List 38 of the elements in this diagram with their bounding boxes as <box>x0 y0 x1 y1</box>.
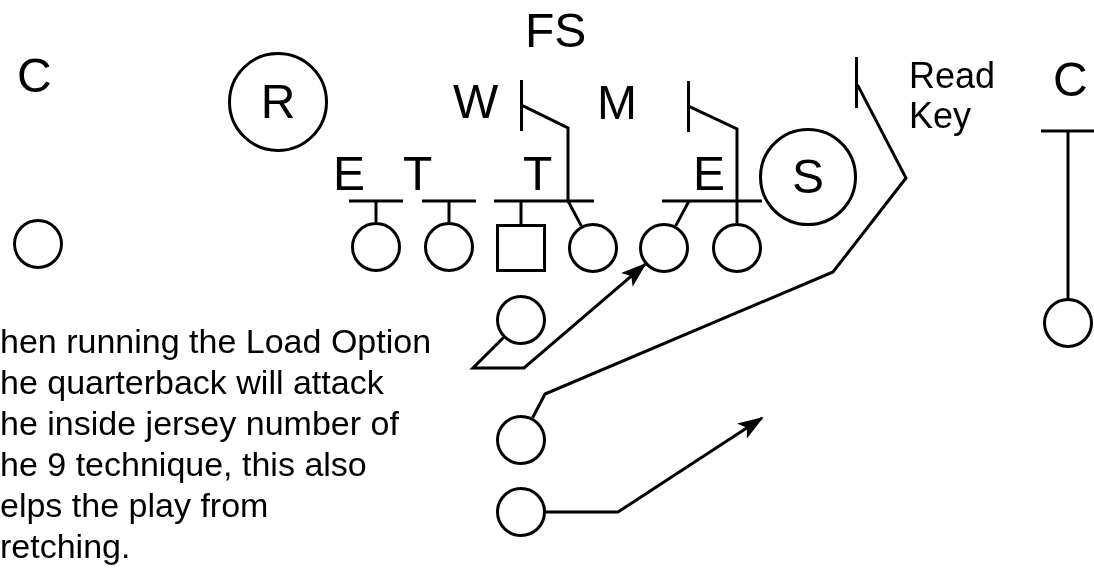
player-circle <box>568 223 618 273</box>
position-letter: M <box>597 79 637 127</box>
block-line <box>1039 129 1094 298</box>
position-letter: W <box>453 78 499 126</box>
player-circle <box>351 222 401 272</box>
center-square <box>496 224 546 272</box>
player-letter: S <box>792 153 824 201</box>
explanation-text: hen running the Load Option he quarterback will attack he inside jersey number of he 9 technique, this also elps the play from retching. <box>0 321 433 567</box>
read-key-note: Read Key <box>909 56 997 136</box>
position-letter: E <box>693 150 725 198</box>
route-line <box>688 105 739 223</box>
position-letter: T <box>403 150 433 198</box>
linebacker-mark <box>686 80 690 132</box>
player-circle <box>424 222 474 272</box>
player-circle <box>13 219 63 269</box>
player-circle <box>496 487 546 537</box>
linebacker-mark <box>854 56 858 108</box>
player-circle <box>712 223 762 273</box>
block-line <box>420 199 478 222</box>
route-line <box>531 84 908 419</box>
linebacker-mark <box>519 79 523 131</box>
position-letter: C <box>17 52 52 100</box>
position-letter: FS <box>525 7 587 55</box>
player-letter: R <box>260 78 296 126</box>
block-line <box>660 199 764 227</box>
player-circle <box>1043 298 1093 348</box>
route-arrow <box>546 416 764 514</box>
block-line <box>347 199 405 222</box>
block-line <box>492 199 596 224</box>
position-letter: C <box>1053 56 1088 104</box>
player-circle <box>496 415 546 465</box>
route-arrow <box>469 263 647 370</box>
position-letter: T <box>523 150 553 198</box>
route-line <box>566 200 583 227</box>
position-letter: E <box>333 150 365 198</box>
player-circle <box>496 295 546 345</box>
player-circle <box>639 223 689 273</box>
route-line <box>521 104 570 201</box>
